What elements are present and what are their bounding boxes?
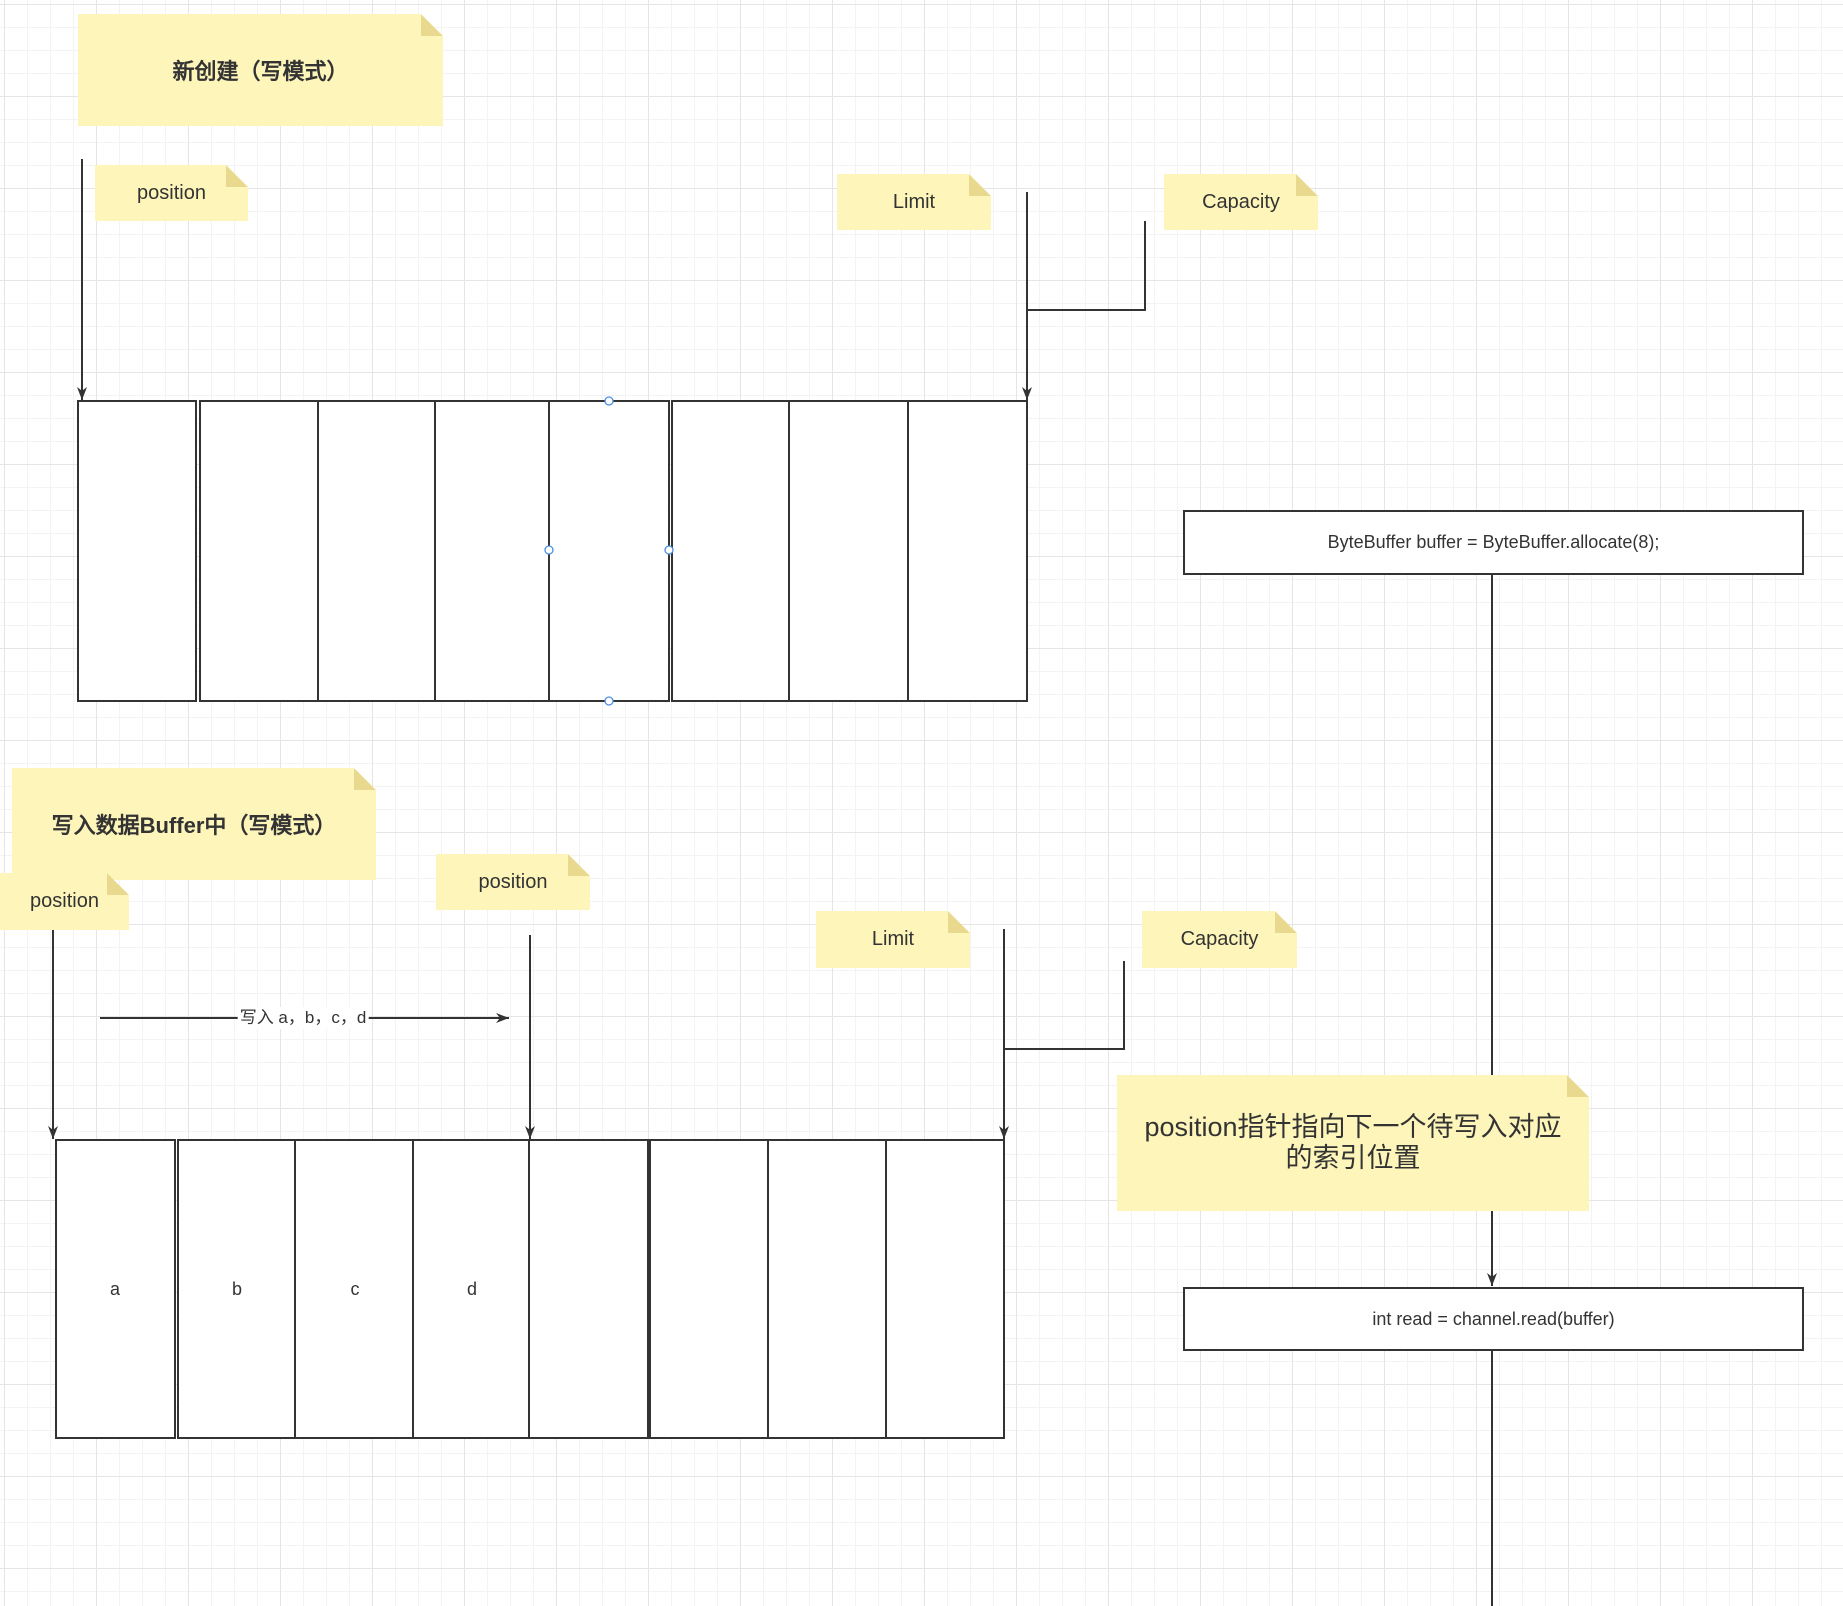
note-position-start[interactable]: position	[0, 873, 129, 930]
buffer-new-cell-3[interactable]	[434, 400, 550, 702]
note-position-new-text: position	[137, 181, 206, 204]
buffer-new	[77, 400, 1028, 702]
selection-handle-right[interactable]	[664, 545, 674, 555]
note-capacity-new[interactable]: Capacity	[1164, 174, 1318, 230]
note-capacity-new-text: Capacity	[1202, 190, 1280, 213]
buffer-write-cell-2[interactable]	[294, 1139, 414, 1439]
buffer-write-cell-7[interactable]	[885, 1139, 1005, 1439]
buffer-write-cell-0[interactable]	[55, 1139, 176, 1439]
buffer-write-cell-label-1: b	[232, 1279, 242, 1299]
note-limit-new[interactable]: Limit	[837, 174, 991, 230]
buffer-new-cell-5[interactable]	[671, 400, 790, 702]
note-title-write[interactable]: 写入数据Buffer中（写模式）	[12, 768, 376, 880]
selection-handle-top[interactable]	[604, 396, 614, 406]
buffer-write-cell-1[interactable]	[177, 1139, 296, 1439]
read-step-box[interactable]: int read = channel.read(buffer)	[1183, 1287, 1804, 1351]
buffer-write: a b c d	[55, 1139, 1005, 1439]
note-position-hint-text: position指针指向下一个待写入对应的索引位置	[1144, 1111, 1562, 1173]
allocate-step-text: ByteBuffer buffer = ByteBuffer.allocate(…	[1327, 532, 1660, 552]
note-position-next-text: position	[478, 870, 548, 893]
note-limit-write[interactable]: Limit	[816, 911, 970, 968]
buffer-new-cell-2[interactable]	[317, 400, 436, 702]
buffer-write-cell-4[interactable]	[528, 1139, 649, 1439]
buffer-write-cell-5[interactable]	[649, 1139, 769, 1439]
buffer-new-cell-1[interactable]	[199, 400, 319, 702]
buffer-write-cell-3[interactable]	[412, 1139, 530, 1439]
buffer-new-cell-6[interactable]	[788, 400, 909, 702]
buffer-new-cell-7[interactable]	[907, 400, 1028, 702]
selection-handle-left[interactable]	[544, 545, 554, 555]
buffer-new-cell-4[interactable]	[548, 400, 670, 702]
note-limit-write-text: Limit	[871, 928, 915, 950]
write-arrow-label[interactable]: 写入 a，b，c，d	[237, 1007, 369, 1029]
buffer-write-cell-label-2: c	[351, 1279, 360, 1299]
buffer-write-cell-6[interactable]	[767, 1139, 887, 1439]
note-position-start-text: position	[30, 890, 99, 912]
note-position-next[interactable]: position	[436, 854, 590, 910]
note-capacity-write[interactable]: Capacity	[1142, 911, 1297, 968]
edge-capacity-write[interactable]	[1004, 961, 1125, 1050]
note-capacity-write-text: Capacity	[1180, 928, 1259, 950]
buffer-new-cell-0[interactable]	[77, 400, 197, 702]
note-position-hint[interactable]: position指针指向下一个待写入对应的索引位置	[1117, 1075, 1589, 1211]
buffer-write-cell-label-3: d	[467, 1279, 477, 1299]
note-position-new[interactable]: position	[95, 165, 248, 221]
note-limit-new-text: Limit	[892, 190, 936, 213]
note-title-new[interactable]: 新创建（写模式）	[78, 14, 443, 126]
allocate-step-box[interactable]: ByteBuffer buffer = ByteBuffer.allocate(…	[1183, 510, 1804, 575]
note-title-write-text: 写入数据Buffer中（写模式）	[51, 813, 337, 838]
read-step-text: int read = channel.read(buffer)	[1372, 1308, 1615, 1329]
selection-handles	[544, 396, 674, 706]
buffer-write-cell-label-0: a	[110, 1279, 121, 1299]
note-title-new-text: 新创建（写模式）	[172, 59, 349, 84]
selection-handle-bottom[interactable]	[604, 696, 614, 706]
edge-capacity-new[interactable]	[1027, 221, 1146, 311]
